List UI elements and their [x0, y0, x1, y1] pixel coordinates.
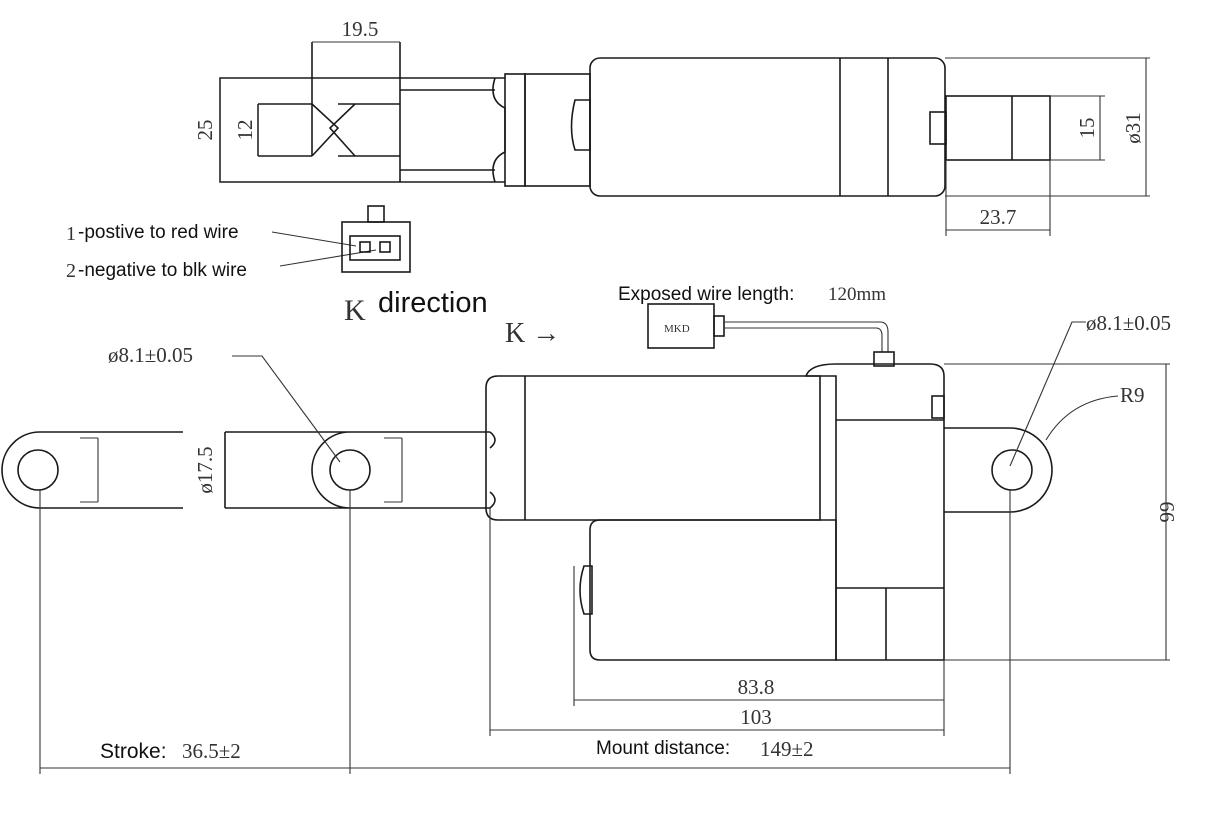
dim-motor-length: 83.8 [738, 675, 775, 699]
hole-left-label: ø8.1±0.05 [108, 343, 193, 367]
dim-shaft-height: 15 [1075, 118, 1099, 139]
wire-value: 120mm [828, 284, 886, 305]
connector-plug-icon: MKD [647, 303, 725, 349]
connector-mark: MKD [664, 323, 690, 335]
radius-label: R9 [1120, 383, 1145, 407]
rod-diameter: ø17.5 [193, 446, 217, 493]
wiring-legend: 1 -postive to red wire 2 -negative to bl… [66, 205, 488, 327]
dim-slot-height: 12 [233, 120, 257, 141]
direction-label: direction [378, 287, 488, 319]
wire-label: Exposed wire length: [618, 284, 794, 305]
dim-rod-slot-width: 19.5 [342, 17, 379, 41]
pin1-text: -postive to red wire [78, 222, 239, 243]
height-dim: 66 [1155, 502, 1179, 523]
pin2-number: 2 [66, 260, 76, 282]
hole-right-label: ø8.1±0.05 [1086, 311, 1171, 335]
pin1-number: 1 [66, 223, 76, 245]
connector-icon [341, 205, 411, 273]
side-view: K → Exposed wire length: 120mm MKD [1, 284, 1179, 774]
stroke-value: 36.5±2 [182, 739, 241, 763]
mount-label: Mount distance: [596, 738, 730, 759]
dim-shaft-length: 23.7 [980, 205, 1017, 229]
top-view: 19.5 25 12 15 ø31 23.7 [193, 17, 1150, 236]
k-arrow-label: K → [505, 318, 560, 349]
mount-value: 149±2 [760, 737, 814, 761]
dim-body-length: 103 [740, 705, 772, 729]
dim-body-diameter: ø31 [1121, 112, 1145, 144]
stroke-label: Stroke: [100, 740, 167, 763]
k-letter: K [344, 294, 366, 327]
dim-rod-end-height: 25 [193, 120, 217, 141]
pin2-text: -negative to blk wire [78, 260, 247, 281]
